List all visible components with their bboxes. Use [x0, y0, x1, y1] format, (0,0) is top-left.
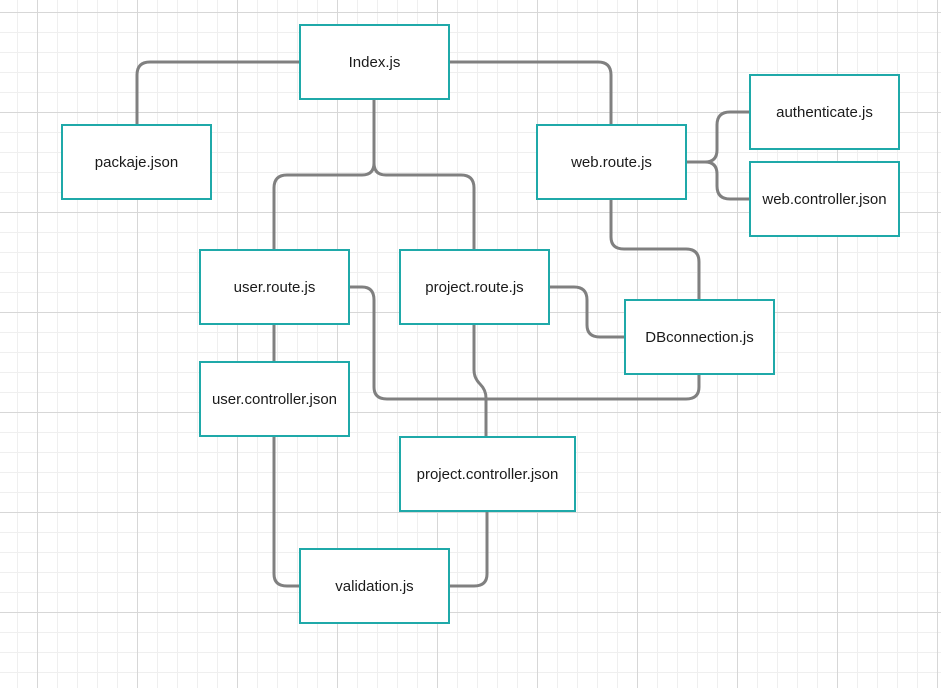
connector-index-user-route: [272, 173, 362, 249]
connector-index-trunk: [361, 100, 376, 177]
node-label: web.route.js: [571, 153, 652, 171]
connector-project-route-project-controller: [472, 325, 488, 436]
node-label: Index.js: [348, 53, 401, 71]
node-label: user.route.js: [233, 278, 316, 296]
connector-index-packaje: [135, 60, 299, 124]
node-label: user.controller.json: [211, 390, 338, 408]
node-label: project.controller.json: [416, 465, 559, 483]
node-packaje-json[interactable]: packaje.json: [61, 124, 212, 200]
node-project-route-js[interactable]: project.route.js: [399, 249, 550, 325]
node-project-controller-json[interactable]: project.controller.json: [399, 436, 576, 512]
node-label: web.controller.json: [762, 190, 887, 208]
node-web-controller-json[interactable]: web.controller.json: [749, 161, 900, 237]
node-web-route-js[interactable]: web.route.js: [536, 124, 687, 200]
node-label: validation.js: [335, 577, 414, 595]
node-label: packaje.json: [94, 153, 179, 171]
connector-user-route-dbconnection: [349, 285, 701, 401]
connector-web-route-web-controller: [687, 160, 749, 201]
node-index-js[interactable]: Index.js: [299, 24, 450, 100]
connector-project-controller-validation: [449, 512, 489, 588]
connector-web-route-authenticate: [687, 110, 749, 164]
node-authenticate-js[interactable]: authenticate.js: [749, 74, 900, 150]
node-user-controller-json[interactable]: user.controller.json: [199, 361, 350, 437]
node-dbconnection-js[interactable]: DBconnection.js: [624, 299, 775, 375]
node-label: project.route.js: [425, 278, 524, 296]
connector-user-controller-validation: [272, 437, 299, 588]
connector-project-route-dbconnection: [549, 285, 624, 339]
connector-index-project-route: [372, 162, 476, 249]
node-label: DBconnection.js: [645, 328, 754, 346]
node-user-route-js[interactable]: user.route.js: [199, 249, 350, 325]
connector-index-web-route: [449, 60, 613, 124]
connector-web-route-dbconnection: [609, 200, 701, 299]
node-validation-js[interactable]: validation.js: [299, 548, 450, 624]
node-label: authenticate.js: [776, 103, 873, 121]
